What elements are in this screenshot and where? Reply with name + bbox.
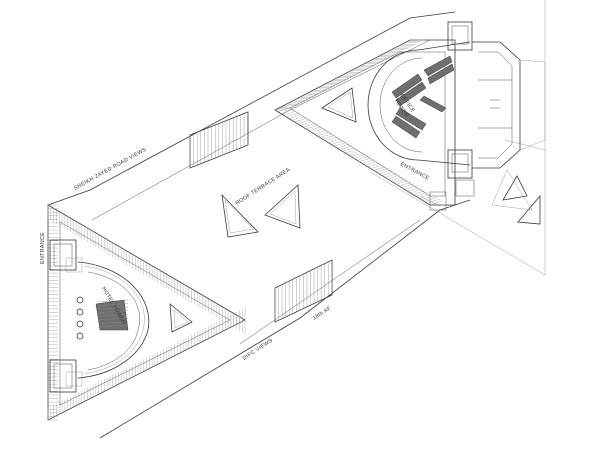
office-desk-cluster [391,55,455,139]
label-entrance-office: ENTRANCE [399,161,430,181]
hotel-podium-hatch [47,204,246,421]
triangle-skylights-east [491,169,541,225]
office-tower-core [367,21,546,211]
label-level: 18th AF [312,305,333,322]
railing-panel-north [189,111,249,169]
label-entrance-hotel: ENTRANCE [40,232,46,264]
roof-terrace-triangles [221,184,301,238]
site-outline [47,0,546,439]
hotel-podium [47,204,246,421]
railing-panel-south [274,259,333,323]
office-podium-hatch [274,39,443,206]
label-roof-terrace-area: ROOF TERRACE AREA [235,167,292,207]
label-sheikh-zayed-road-views: SHEIKH ZAYED ROAD VIEWS [73,147,148,192]
office-podium [274,39,456,206]
hotel-tower-core [49,239,150,393]
hotel-triangle-void [169,303,193,333]
